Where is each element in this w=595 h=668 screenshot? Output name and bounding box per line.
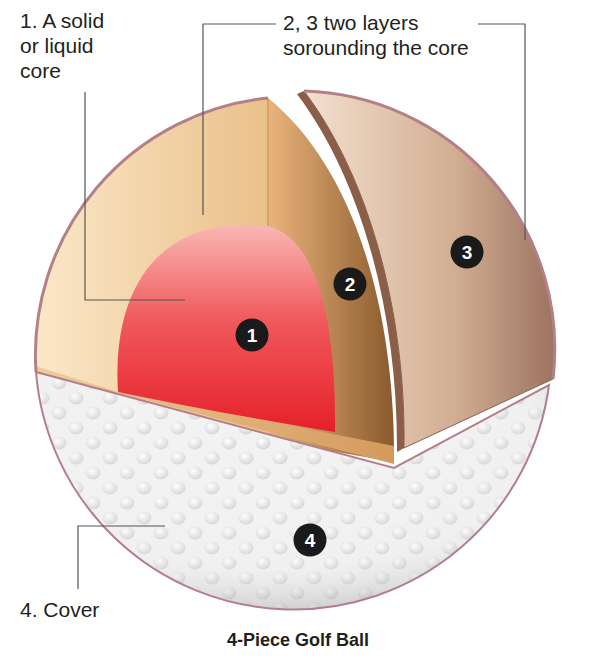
callout-number: 2 xyxy=(345,275,356,294)
callout-disc-fill xyxy=(451,236,484,269)
part-label: 2, 3 two layers sorounding the core xyxy=(283,10,483,60)
callout-disc-fill xyxy=(236,319,269,352)
layer-three-face xyxy=(304,91,555,448)
diagram-title: 4-Piece Golf Ball xyxy=(227,630,369,651)
cover-edge xyxy=(35,98,268,372)
leader-lines xyxy=(78,24,525,589)
callout-circle: 4 xyxy=(293,523,327,557)
part-label: 1. A solid or liquid core xyxy=(20,8,125,83)
layer-three-edge xyxy=(297,91,404,452)
callout-circle: 2 xyxy=(333,267,367,301)
core-shape xyxy=(117,226,335,432)
cover-edge xyxy=(304,91,555,379)
cut-edge xyxy=(267,98,268,228)
callout-number: 4 xyxy=(305,531,316,550)
callout-number: 3 xyxy=(462,243,473,262)
leader-line xyxy=(478,24,525,240)
callout-disc-fill xyxy=(294,524,327,557)
callout-disc-fill xyxy=(334,268,367,301)
callout-circle: 3 xyxy=(450,235,484,269)
layer-three-piece xyxy=(297,91,555,452)
leader-line xyxy=(203,24,276,215)
leader-line xyxy=(78,526,165,589)
part-label: 4. Cover xyxy=(20,597,160,622)
callout-circle: 1 xyxy=(235,318,269,352)
callout-number: 1 xyxy=(247,326,258,345)
leader-line xyxy=(85,92,185,300)
